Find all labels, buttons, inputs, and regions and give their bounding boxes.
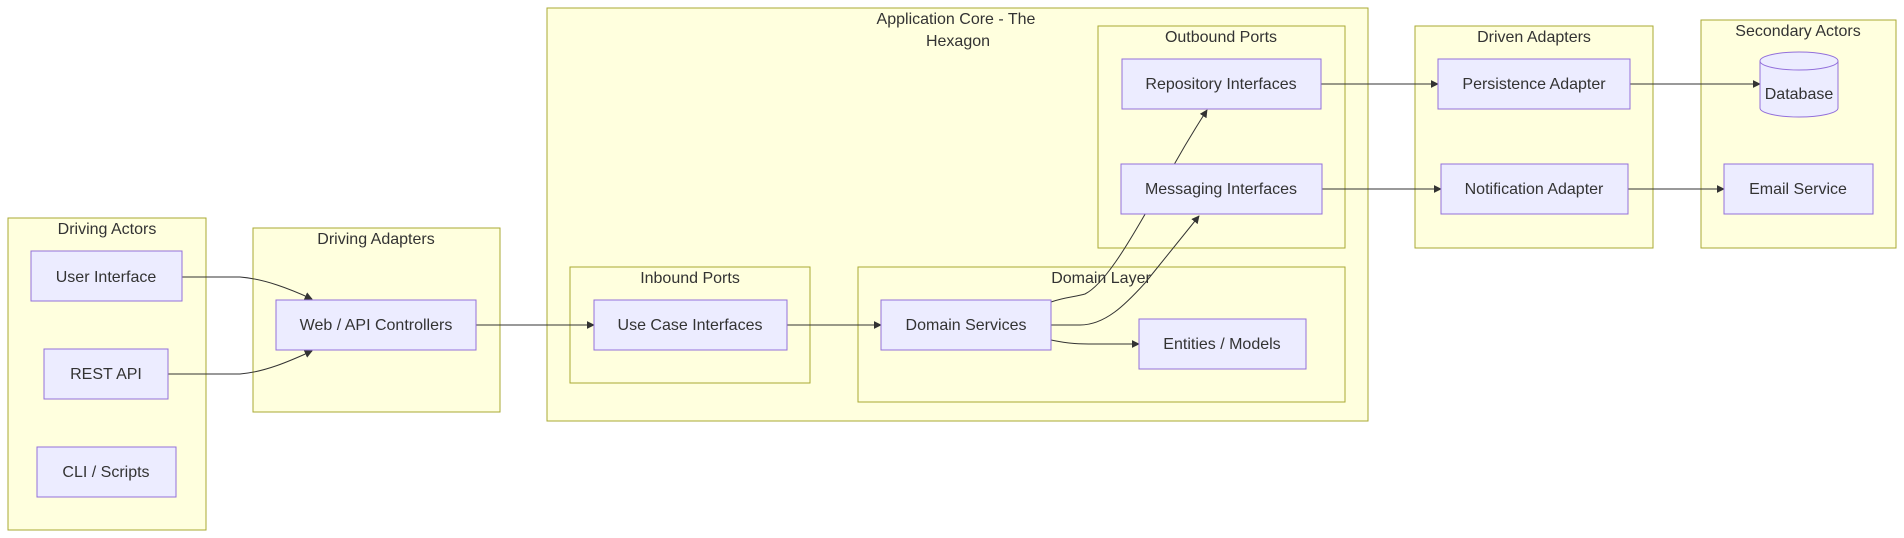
node-messaging-interfaces[interactable]: Messaging Interfaces [1120, 163, 1323, 215]
node-label-cli-scripts: CLI / Scripts [62, 464, 149, 481]
edge-domain-services-to-entities [1050, 339, 1140, 348]
cluster-label-driven-adapters: Driven Adapters [1477, 29, 1591, 46]
edge-rest-api-to-controllers [168, 350, 313, 375]
node-label-web-api-controllers: Web / API Controllers [300, 317, 453, 334]
cluster-label-secondary-actors: Secondary Actors [1735, 23, 1860, 40]
node-label-rest-api: REST API [70, 366, 142, 383]
node-label-email-service: Email Service [1749, 181, 1847, 198]
edge-domain-services-to-messaging [1051, 215, 1200, 326]
node-label-use-case-interfaces: Use Case Interfaces [618, 317, 763, 334]
node-use-case-interfaces[interactable]: Use Case Interfaces [593, 299, 788, 351]
cluster-label-inbound-ports: Inbound Ports [640, 270, 740, 287]
node-email-service[interactable]: Email Service [1723, 163, 1874, 215]
edge-user-interface-to-controllers [182, 276, 313, 300]
node-notification-adapter[interactable]: Notification Adapter [1440, 163, 1629, 215]
node-label-domain-services: Domain Services [906, 317, 1027, 334]
cluster-label-driving-adapters: Driving Adapters [317, 231, 434, 248]
node-label-database: Database [1765, 86, 1834, 103]
edge-domain-services-to-repository [1050, 109, 1208, 303]
node-label-persistence-adapter: Persistence Adapter [1462, 76, 1606, 93]
cluster-label-driving-actors: Driving Actors [58, 221, 157, 238]
node-web-api-controllers[interactable]: Web / API Controllers [275, 299, 477, 351]
node-user-interface[interactable]: User Interface [30, 250, 183, 302]
node-label-repository-interfaces: Repository Interfaces [1145, 76, 1296, 93]
node-domain-services[interactable]: Domain Services [880, 299, 1052, 351]
node-label-user-interface: User Interface [56, 269, 157, 286]
cluster-label-application-core-line1: Application Core - The [877, 11, 1036, 28]
node-label-notification-adapter: Notification Adapter [1465, 181, 1604, 198]
cluster-label-domain-layer: Domain Layer [1051, 270, 1151, 287]
node-entities-models[interactable]: Entities / Models [1138, 318, 1307, 370]
node-repository-interfaces[interactable]: Repository Interfaces [1121, 58, 1322, 110]
node-cli-scripts[interactable]: CLI / Scripts [36, 446, 177, 498]
edges [168, 80, 1761, 375]
cluster-label-outbound-ports: Outbound Ports [1165, 29, 1277, 46]
cluster-label-application-core-line2: Hexagon [926, 33, 990, 50]
node-label-messaging-interfaces: Messaging Interfaces [1145, 181, 1297, 198]
node-rest-api[interactable]: REST API [43, 348, 169, 400]
node-database[interactable]: Database [1759, 51, 1839, 118]
node-persistence-adapter[interactable]: Persistence Adapter [1437, 58, 1631, 110]
node-label-entities-models: Entities / Models [1163, 336, 1280, 353]
